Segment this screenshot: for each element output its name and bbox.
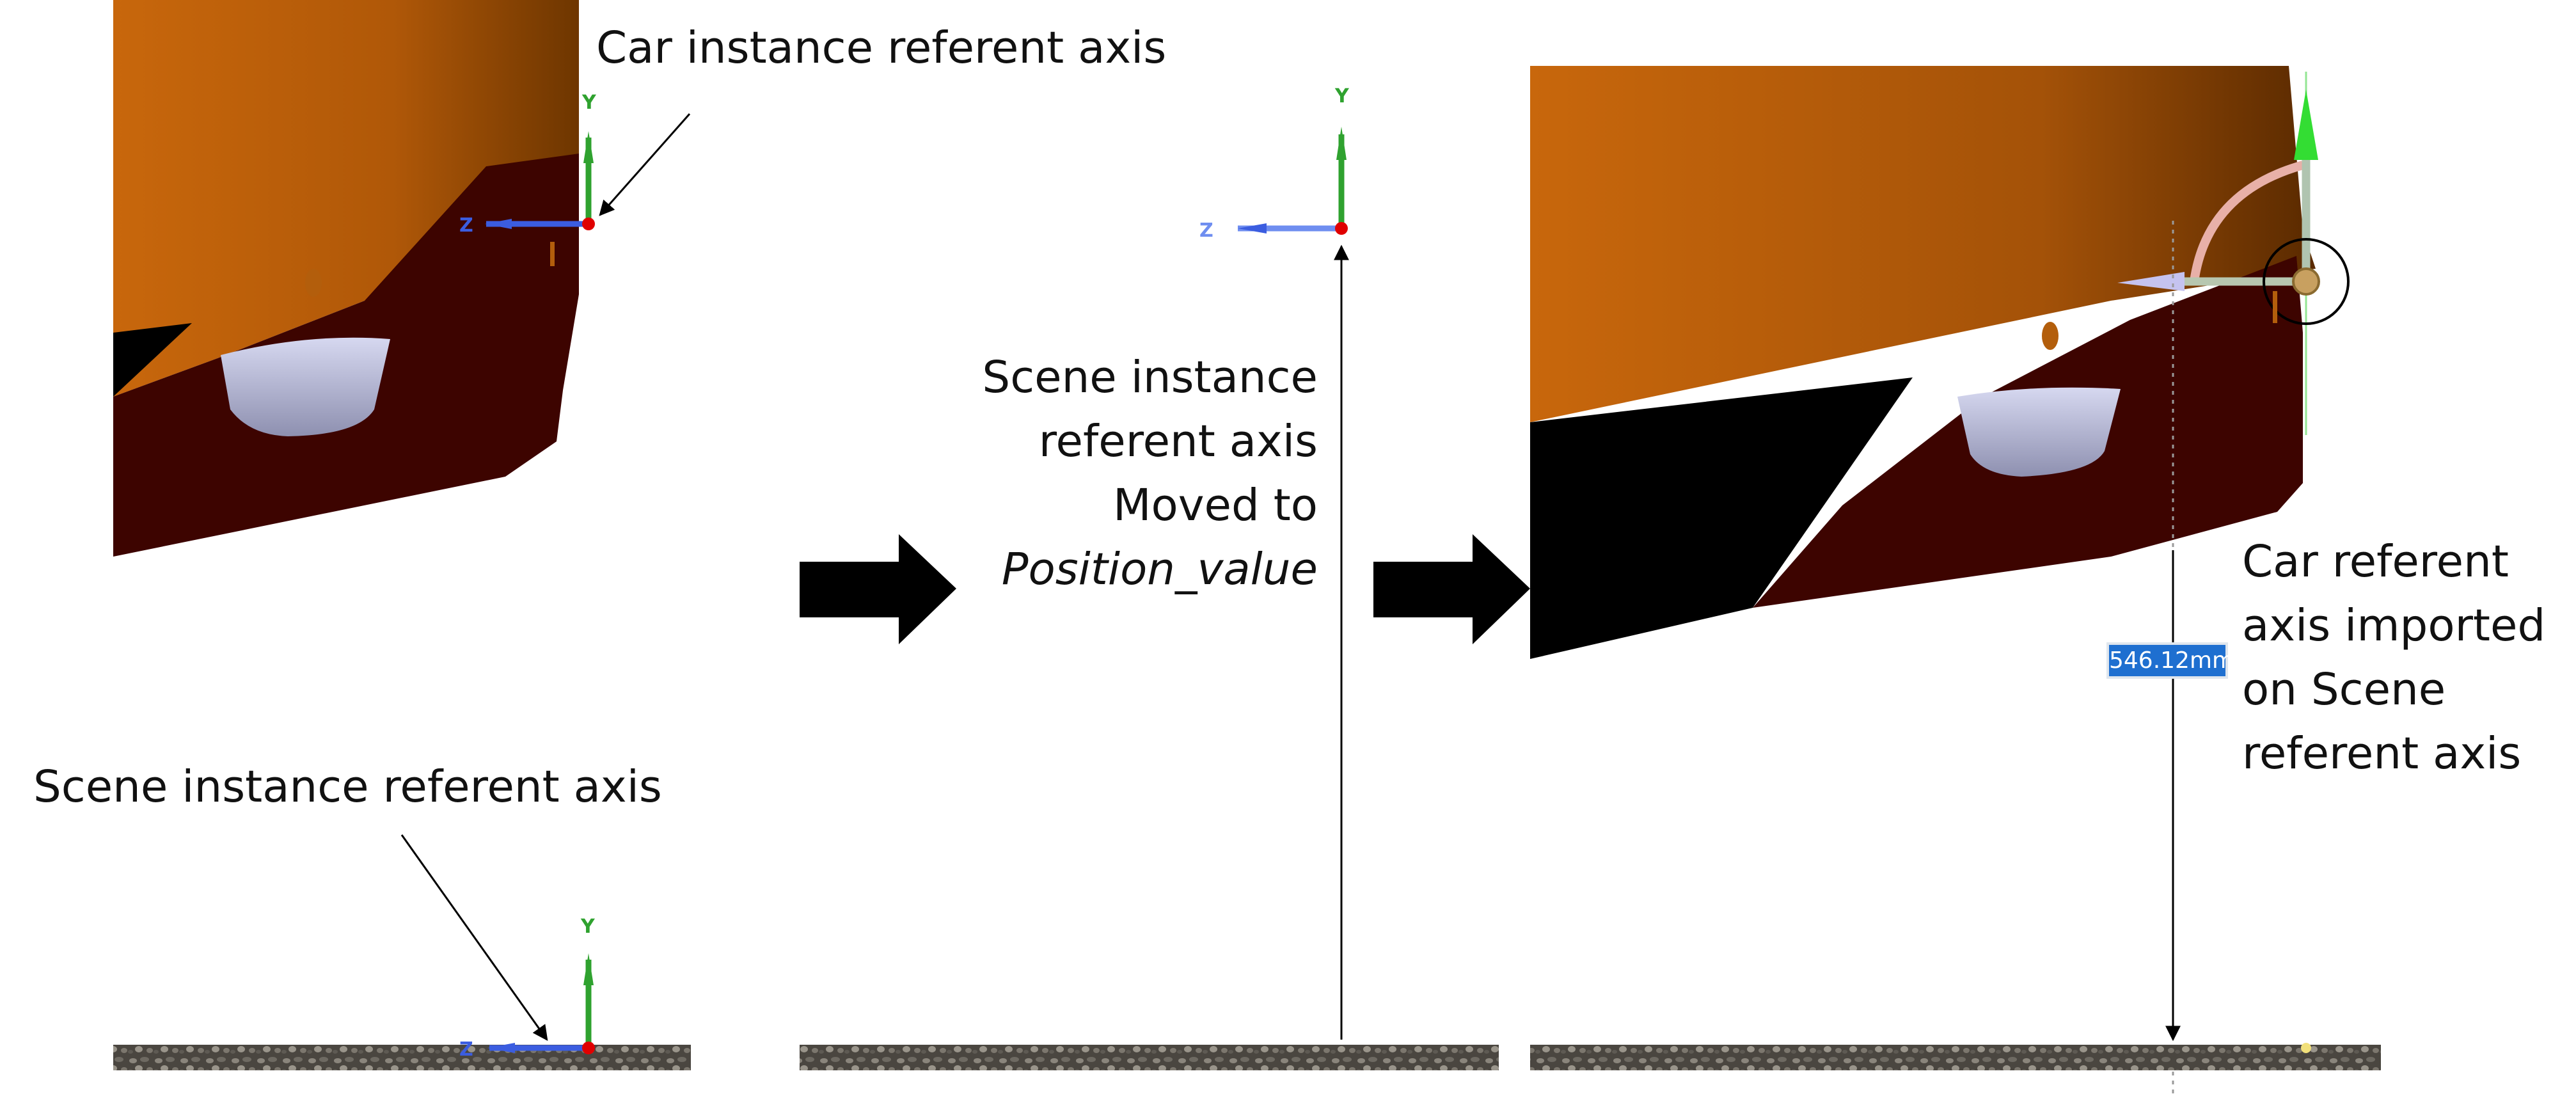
- label-car-instance-axis: Car instance referent axis: [596, 22, 1167, 74]
- scene-axis-gizmo-middle: [1238, 127, 1348, 235]
- car-axis-gizmo-left: [485, 131, 595, 230]
- transition-arrow-2: [1373, 534, 1530, 644]
- ground-marker-dot: [2301, 1043, 2311, 1053]
- ground-slab-left: [113, 1045, 691, 1070]
- y-axis-letter-scene-left: Y: [580, 916, 596, 938]
- y-axis-letter-middle: Y: [1334, 85, 1350, 107]
- label-middle-line-3: Moved to: [1112, 480, 1318, 531]
- label-right-line-4: referent axis: [2242, 728, 2522, 779]
- transition-arrow-1: [800, 534, 956, 644]
- label-right-line-2: axis imported: [2242, 600, 2546, 651]
- car-fragment-right: [1530, 66, 2316, 659]
- car-fragment-left: [113, 0, 579, 557]
- label-right-line-3: on Scene: [2242, 664, 2446, 715]
- transform-gizmo-right: [2117, 72, 2350, 435]
- y-axis-letter-car-left: Y: [581, 91, 597, 114]
- z-axis-letter-scene-left: Z: [459, 1038, 473, 1061]
- label-middle-line-4: Position_value: [1001, 544, 1318, 595]
- label-middle-line-2: referent axis: [1038, 416, 1318, 467]
- callout-arrow-car-axis: [599, 113, 691, 216]
- label-scene-instance-axis: Scene instance referent axis: [33, 761, 662, 813]
- ground-slab-right: [1530, 1045, 2381, 1070]
- z-axis-letter-car-left: Z: [459, 214, 473, 237]
- scene-axis-gizmo-left: [487, 953, 595, 1054]
- label-middle-line-1: Scene instance: [982, 352, 1318, 403]
- z-axis-letter-middle: Z: [1199, 219, 1213, 242]
- ground-slab-middle: [800, 1045, 1499, 1070]
- measurement-value-badge: 546.12mm: [2106, 642, 2234, 679]
- callout-arrow-scene-axis: [400, 834, 548, 1041]
- label-right-line-1: Car referent: [2242, 536, 2509, 587]
